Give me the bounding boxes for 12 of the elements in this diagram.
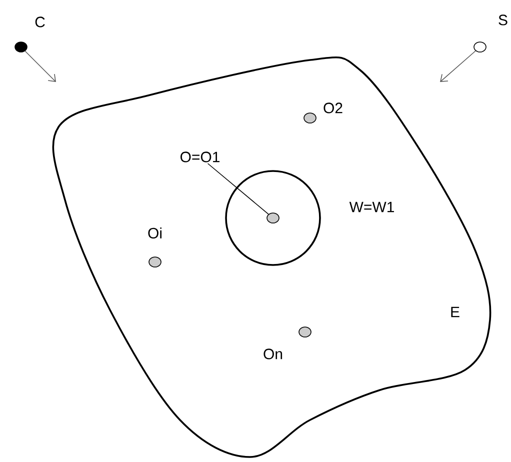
point-label: O=O1 bbox=[180, 152, 220, 162]
dot bbox=[266, 212, 280, 224]
point-label: Oi bbox=[148, 227, 162, 238]
circle-label: W=W1 bbox=[349, 202, 394, 212]
point-label: O2 bbox=[324, 102, 342, 114]
arrow bbox=[24, 50, 56, 82]
point-label: S bbox=[498, 14, 508, 26]
arrow bbox=[440, 50, 476, 82]
region-label: E bbox=[451, 306, 460, 318]
point-label: C bbox=[35, 16, 45, 28]
leader-line bbox=[207, 163, 269, 215]
point-label: On bbox=[264, 348, 282, 360]
